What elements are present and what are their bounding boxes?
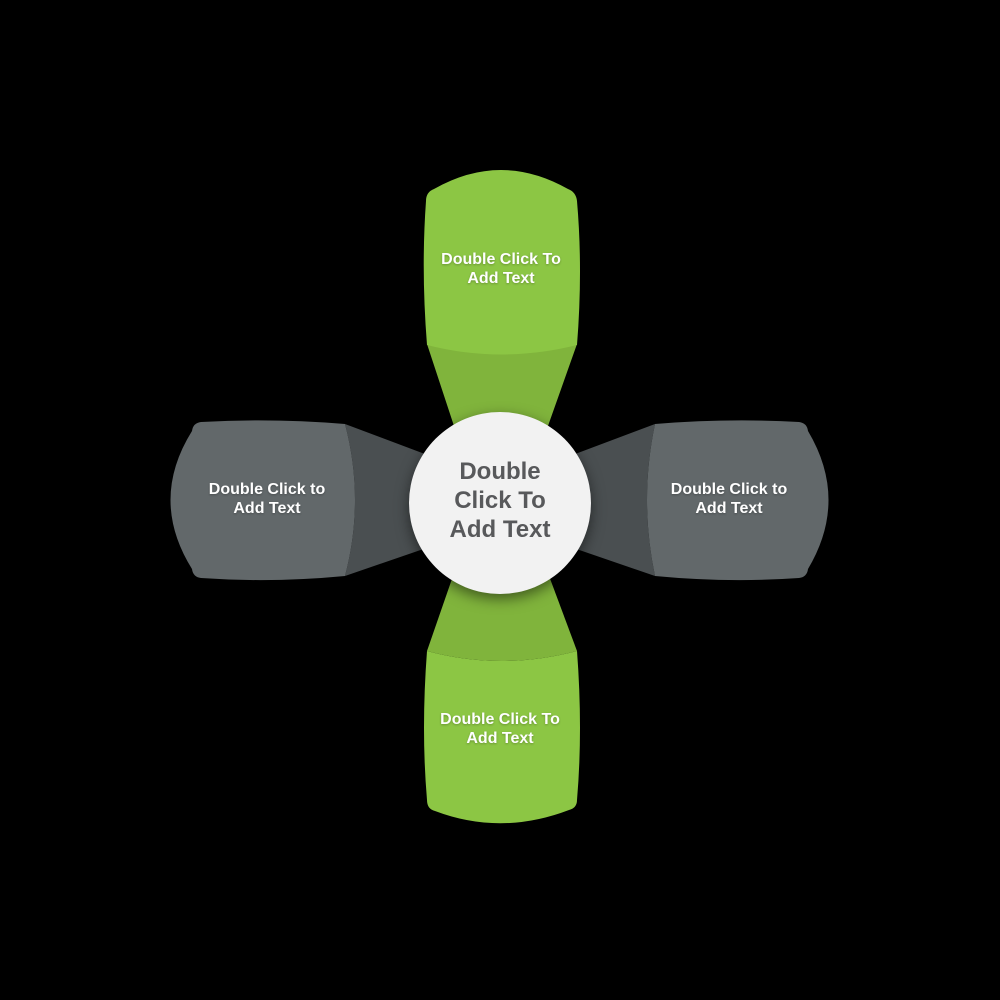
center-circle[interactable]: [409, 412, 591, 594]
label-arm-top[interactable]: Double Click To Add Text: [441, 251, 561, 287]
arm-right-body[interactable]: [647, 420, 829, 581]
label-arm-right[interactable]: Double Click to Add Text: [670, 481, 788, 517]
arm-top-body[interactable]: [423, 170, 580, 355]
label-arm-bottom[interactable]: Double Click To Add Text: [440, 711, 560, 747]
arm-bottom-body[interactable]: [424, 651, 580, 824]
arm-left-body[interactable]: [170, 420, 356, 581]
label-arm-left[interactable]: Double Click to Add Text: [208, 481, 326, 517]
label-center[interactable]: Double Click To Add Text: [449, 458, 551, 543]
